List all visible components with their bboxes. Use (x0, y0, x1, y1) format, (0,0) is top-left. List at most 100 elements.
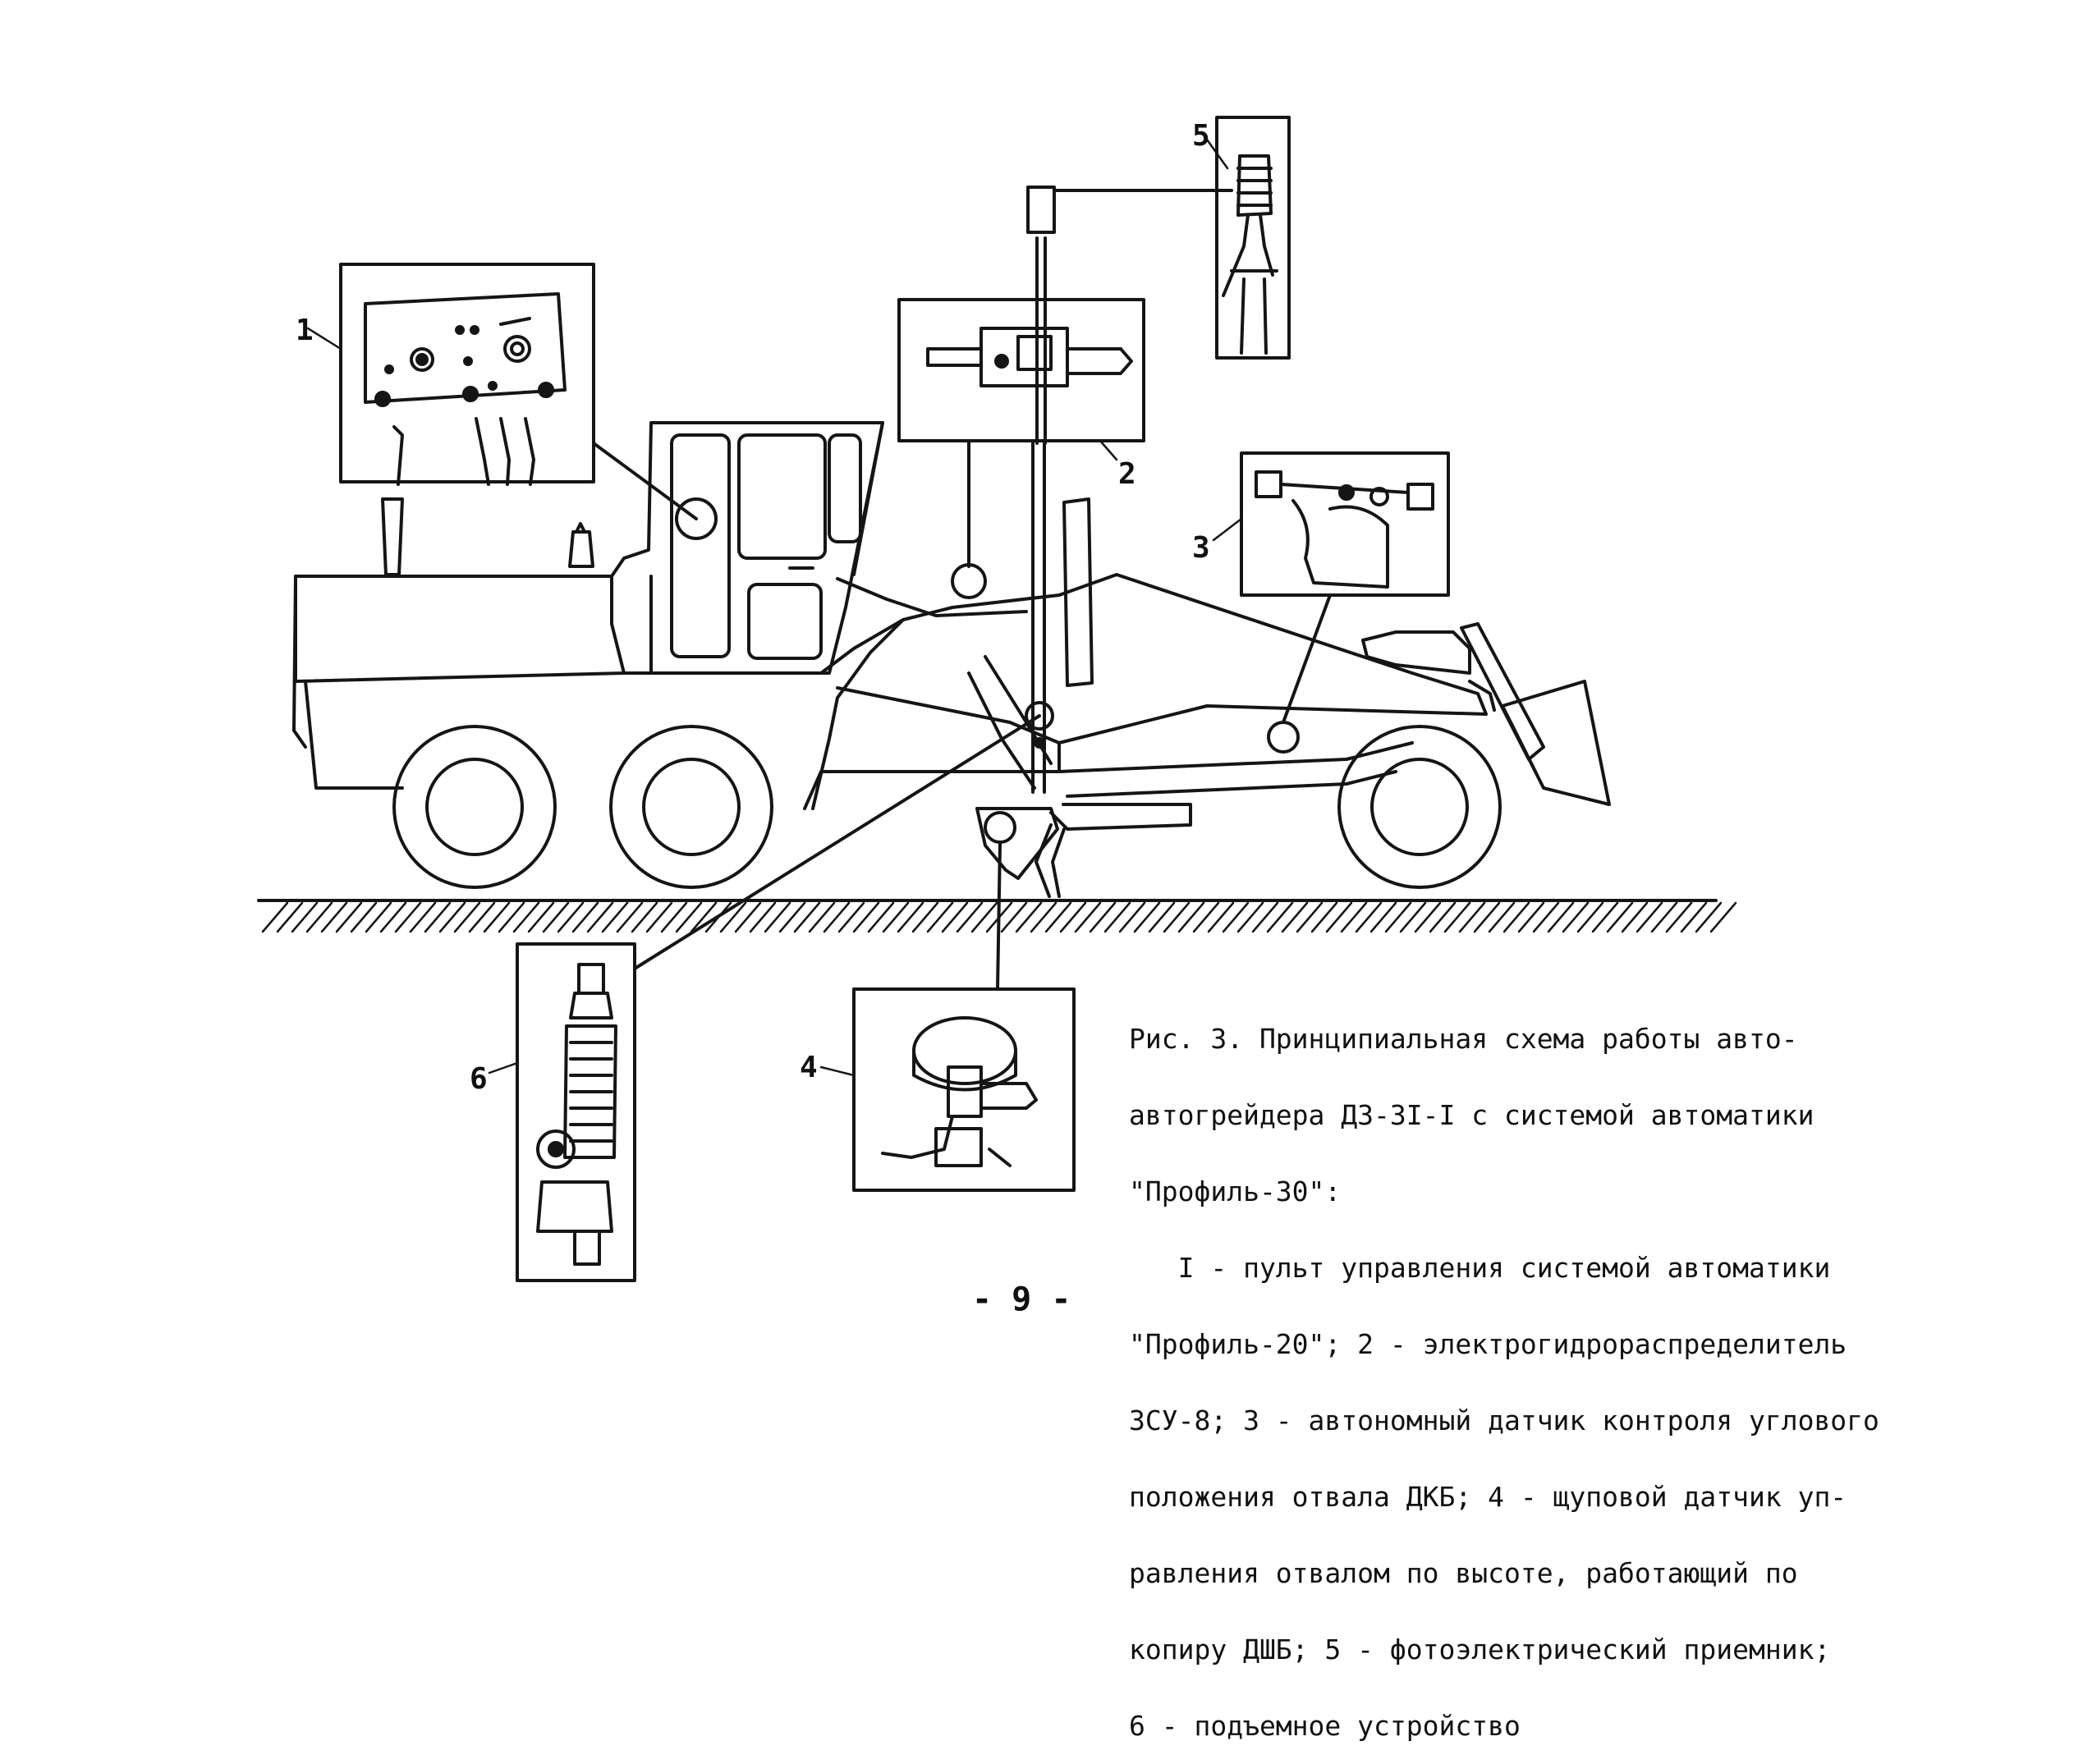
hatch-line (645, 901, 673, 933)
hatch-line (1414, 901, 1442, 933)
hatch-line (1310, 901, 1338, 933)
hatch-line (970, 901, 998, 933)
hatch-line (956, 901, 984, 933)
hatch-line (1207, 901, 1235, 933)
hatch-line (379, 901, 407, 933)
hatch-line (1266, 901, 1294, 933)
hatch-line (1576, 901, 1604, 933)
hatch-line (1473, 901, 1501, 933)
hatch-line (512, 901, 540, 933)
hatch-line (911, 901, 939, 933)
hatch-line (438, 901, 466, 933)
hatch-line (734, 901, 762, 933)
hatch-line (1547, 901, 1575, 933)
hatch-line (1325, 901, 1353, 933)
hatch-line (1636, 901, 1663, 933)
hatch-line (1458, 901, 1486, 933)
hatch-line (675, 901, 703, 933)
caption-line: 6 - подъемное устройство (1129, 1710, 1521, 1742)
hatch-line (926, 901, 954, 933)
hatch-line (897, 901, 924, 933)
hatch-line (764, 901, 791, 933)
callout-4: 4 (800, 1051, 818, 1084)
hatch-line (823, 901, 851, 933)
hatch-line (1709, 901, 1737, 933)
motor-grader-diagram (257, 116, 1737, 1282)
hatch-line (468, 901, 496, 933)
hatch-line (305, 901, 333, 933)
hatch-line (852, 901, 880, 933)
hatch-line (616, 901, 644, 933)
hatch-line (631, 901, 658, 933)
hatch-line (424, 901, 452, 933)
ground-hatching (261, 901, 1737, 933)
caption-line: Рис. 3. Принципиальная схема работы авто… (1129, 1023, 1798, 1055)
hatch-line (557, 901, 585, 933)
hatch-line (1044, 901, 1072, 933)
hatch-line (1192, 901, 1220, 933)
hatch-line (571, 901, 599, 933)
hatch-line (808, 901, 836, 933)
page-number: - 9 - (972, 1281, 1071, 1318)
hatch-line (1177, 901, 1205, 933)
hatch-line (394, 901, 422, 933)
hatch-line (1118, 901, 1146, 933)
hatch-line (1665, 901, 1693, 933)
panel-4-probe-sensor (819, 842, 1076, 1192)
hatch-line (1340, 901, 1368, 933)
caption-line: равления отвалом по высоте, работающий п… (1129, 1557, 1798, 1589)
hatch-line (601, 901, 629, 933)
hatch-line (719, 901, 747, 933)
hatch-line (778, 901, 806, 933)
hatch-line (498, 901, 525, 933)
hatch-line (350, 901, 378, 933)
panel-6-lifting-device (488, 714, 1041, 1282)
hatch-line (867, 901, 895, 933)
hatch-line (1000, 901, 1028, 933)
hatch-line (1355, 901, 1383, 933)
hatch-line (276, 901, 304, 933)
caption-line: положения отвала ДКБ; 4 - щуповой датчик… (1129, 1481, 1847, 1513)
hatch-line (1369, 901, 1397, 933)
hatch-line (527, 901, 555, 933)
hatch-line (1517, 901, 1545, 933)
hatch-line (483, 901, 511, 933)
hatch-line (409, 901, 437, 933)
ground (257, 899, 1737, 933)
hatch-line (1148, 901, 1176, 933)
hatch-line (1030, 901, 1057, 933)
hatch-line (261, 901, 289, 933)
wheels (392, 725, 1502, 889)
panel-1-control-console (306, 263, 698, 520)
hatch-line (793, 901, 821, 933)
hatch-line (365, 901, 392, 933)
hatch-line (1236, 901, 1264, 933)
hatch-line (1621, 901, 1649, 933)
hatch-line (335, 901, 363, 933)
hatch-line (1222, 901, 1250, 933)
hatch-line (1015, 901, 1043, 933)
caption-line: "Профиль-20"; 2 - электрогидрораспредели… (1129, 1328, 1847, 1360)
hatch-line (1074, 901, 1102, 933)
hatch-line (1384, 901, 1412, 933)
caption-line: ЗСУ-8; 3 - автономный датчик контроля уг… (1129, 1404, 1879, 1436)
hatch-line (1680, 901, 1708, 933)
hatch-line (1532, 901, 1560, 933)
caption-line: "Профиль-30": (1129, 1175, 1342, 1207)
hatch-line (1281, 901, 1309, 933)
hatch-line (941, 901, 969, 933)
hatch-line (453, 901, 481, 933)
callout-2: 2 (1118, 457, 1136, 491)
callout-5: 5 (1192, 119, 1210, 153)
hatch-line (542, 901, 570, 933)
callout-3: 3 (1192, 531, 1210, 565)
hatch-line (1133, 901, 1161, 933)
callout-1: 1 (296, 314, 314, 347)
figure-caption: Рис. 3. Принципиальная схема работы авто… (1129, 975, 1950, 1764)
hatch-line (1591, 901, 1619, 933)
hatch-line (1163, 901, 1191, 933)
hatch-line (690, 901, 718, 933)
hatch-line (1606, 901, 1634, 933)
caption-line: автогрейдера ДЗ-3I-I с системой автомати… (1129, 1099, 1814, 1131)
hatch-line (1251, 901, 1279, 933)
